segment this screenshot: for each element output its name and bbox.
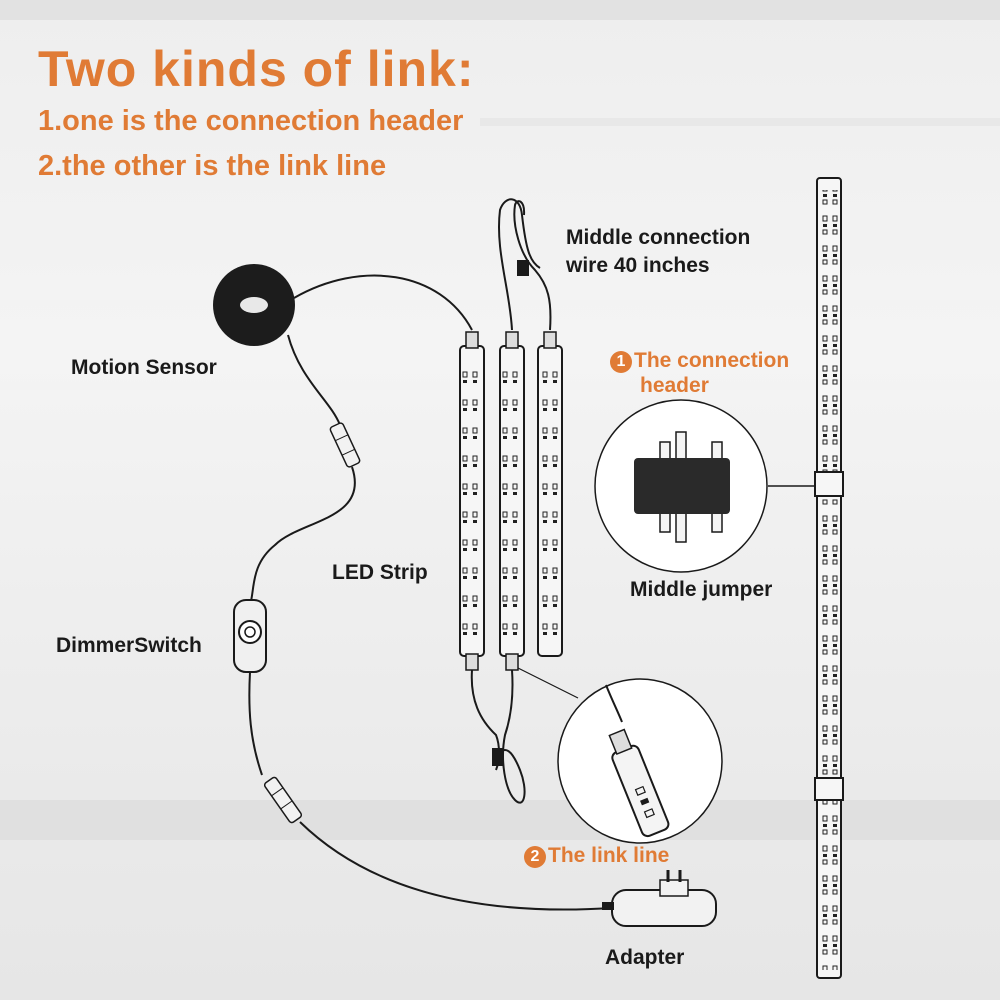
long-led-strip: [814, 177, 844, 979]
link-leader-line: [517, 667, 579, 699]
led-strip-2: [499, 331, 525, 671]
middle-wire-label-line-1: Middle connection: [566, 226, 751, 249]
sensor-cable: [293, 274, 473, 331]
link-line-text: The link line: [548, 844, 670, 867]
dimmer-cable-connector: [263, 776, 303, 824]
led-strip-1: [459, 331, 485, 671]
sensor-to-dimmer-cable: [287, 334, 341, 426]
middle-connection-wire-top: [498, 198, 552, 331]
dimmer-to-adapter-cable: [248, 671, 263, 776]
number-badge-2: 2: [524, 846, 546, 868]
led-strip-3: [537, 331, 563, 657]
dimmer-switch: [233, 599, 267, 673]
subtitle-line-1: 1.one is the connection header: [38, 105, 464, 137]
power-adapter: [602, 870, 717, 927]
middle-jumper-label: Middle jumper: [630, 578, 773, 601]
adapter-label: Adapter: [605, 946, 685, 969]
subtitle-line-2: 2.the other is the link line: [38, 150, 387, 182]
dimmer-switch-label: DimmerSwitch: [56, 634, 202, 657]
connection-header-text-line-2: header: [640, 374, 709, 397]
middle-jumper-magnifier: [594, 399, 768, 573]
middle-wire-label-line-2: wire 40 inches: [566, 254, 710, 277]
sensor-cable-connector: [329, 422, 361, 468]
motion-sensor: [213, 264, 295, 346]
page-title: Two kinds of link:: [38, 41, 475, 97]
background-cabinet-top: [0, 0, 1000, 20]
background-cabinet-shelf: [480, 118, 1000, 126]
led-strip-label: LED Strip: [332, 561, 428, 584]
middle-connection-wire-bottom: [470, 669, 526, 804]
motion-sensor-label: Motion Sensor: [71, 356, 217, 379]
link-line-magnifier: [557, 678, 723, 844]
number-badge-1: 1: [610, 351, 632, 373]
connection-header-text-line-1: The connection: [634, 349, 790, 372]
